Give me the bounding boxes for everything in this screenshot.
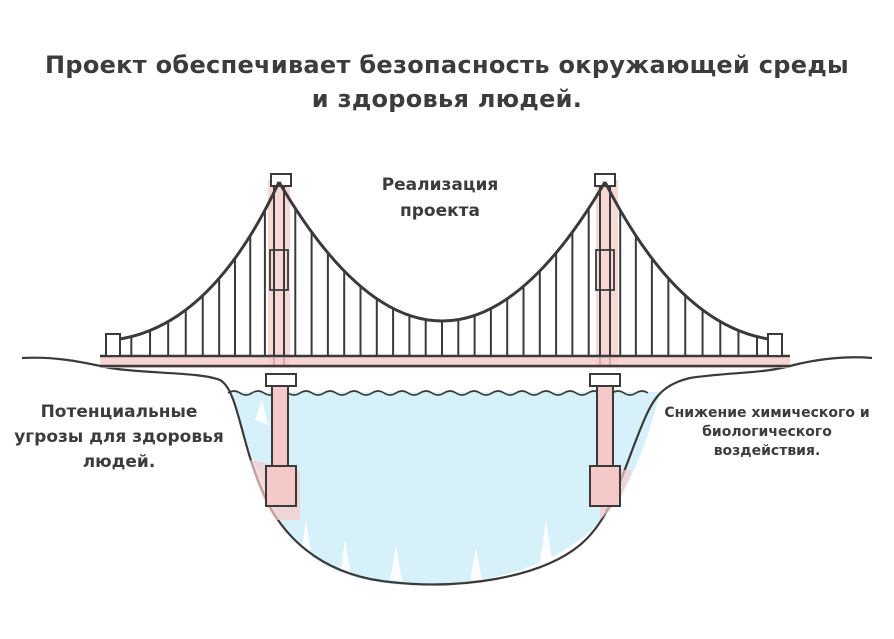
bridge-label: Реализация проекта <box>381 175 499 221</box>
main-cable-left-span <box>111 181 281 342</box>
water-surface <box>227 390 649 396</box>
ground-shadow <box>250 460 632 520</box>
main-cable-right-span <box>603 181 777 342</box>
left-anchor <box>105 333 121 357</box>
main-cable-center-span <box>277 181 607 323</box>
water-highlights <box>255 400 552 581</box>
left-label: Потенциальные угрозы для здоровья людей. <box>14 402 224 472</box>
right-anchor <box>767 333 783 357</box>
suspender-cables <box>130 208 759 356</box>
ground-outline <box>21 356 873 586</box>
water-body <box>232 392 660 586</box>
left-tower <box>265 173 297 507</box>
diagram-title: Проект обеспечивает безопасность окружаю… <box>44 51 850 113</box>
right-label: Снижение химического и биологического во… <box>664 405 870 459</box>
